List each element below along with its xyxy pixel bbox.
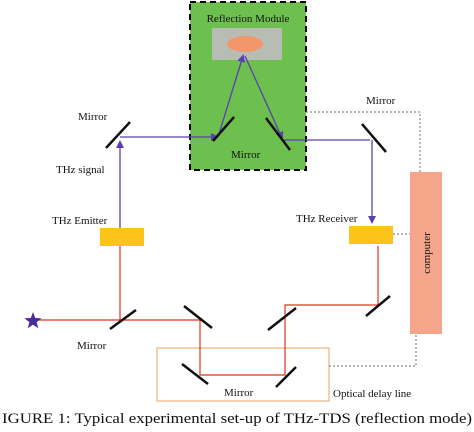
figure-caption: IGURE 1: Typical experimental set-up of …: [2, 411, 472, 427]
thz-emitter-label: THz Emitter: [52, 215, 108, 227]
mirror-delay-top-left: [183, 305, 213, 329]
thz-receiver: [349, 226, 393, 244]
mirror-top-left-label: Mirror: [78, 111, 108, 123]
computer-box: [410, 172, 442, 334]
sample: [227, 36, 263, 52]
thz-receiver-label: THz Receiver: [296, 213, 358, 225]
optical-delay-line-label: Optical delay line: [333, 388, 411, 400]
optical-delay-line-box: [156, 347, 330, 402]
mirror-bottom-right: [365, 295, 391, 317]
thz-emitter: [100, 228, 144, 246]
thz-beam-to-sample: [218, 54, 246, 135]
laser-beam-path: [38, 246, 121, 321]
reflection-module-box: [189, 1, 307, 171]
mirror-module-label: Mirror: [231, 149, 261, 161]
mirror-delay-label: Mirror: [224, 387, 254, 399]
laser-source-star-icon: [24, 312, 42, 329]
mirror-top-right-label: Mirror: [366, 95, 396, 107]
dotted-link-module: [306, 111, 421, 172]
mirror-delay-bottom-right: [275, 366, 297, 388]
laser-beam-delay-path: [120, 246, 379, 376]
mirror-delay-top-right: [267, 307, 297, 331]
computer-label: computer: [421, 232, 433, 274]
mirror-delay-bottom-left: [181, 363, 209, 385]
dotted-link-delay: [329, 334, 417, 367]
thz-beam-from-sample: [244, 55, 284, 140]
mirror-module-left: [212, 116, 235, 142]
thz-signal-label: THz signal: [56, 164, 105, 176]
mirror-top-left: [105, 121, 131, 149]
mirror-module-right: [265, 117, 291, 151]
mirror-top-right: [361, 123, 387, 153]
reflection-module-label: Reflection Module: [207, 13, 290, 25]
mirror-bottom-left-label: Mirror: [77, 340, 107, 352]
mirror-bottom-left: [109, 308, 137, 331]
